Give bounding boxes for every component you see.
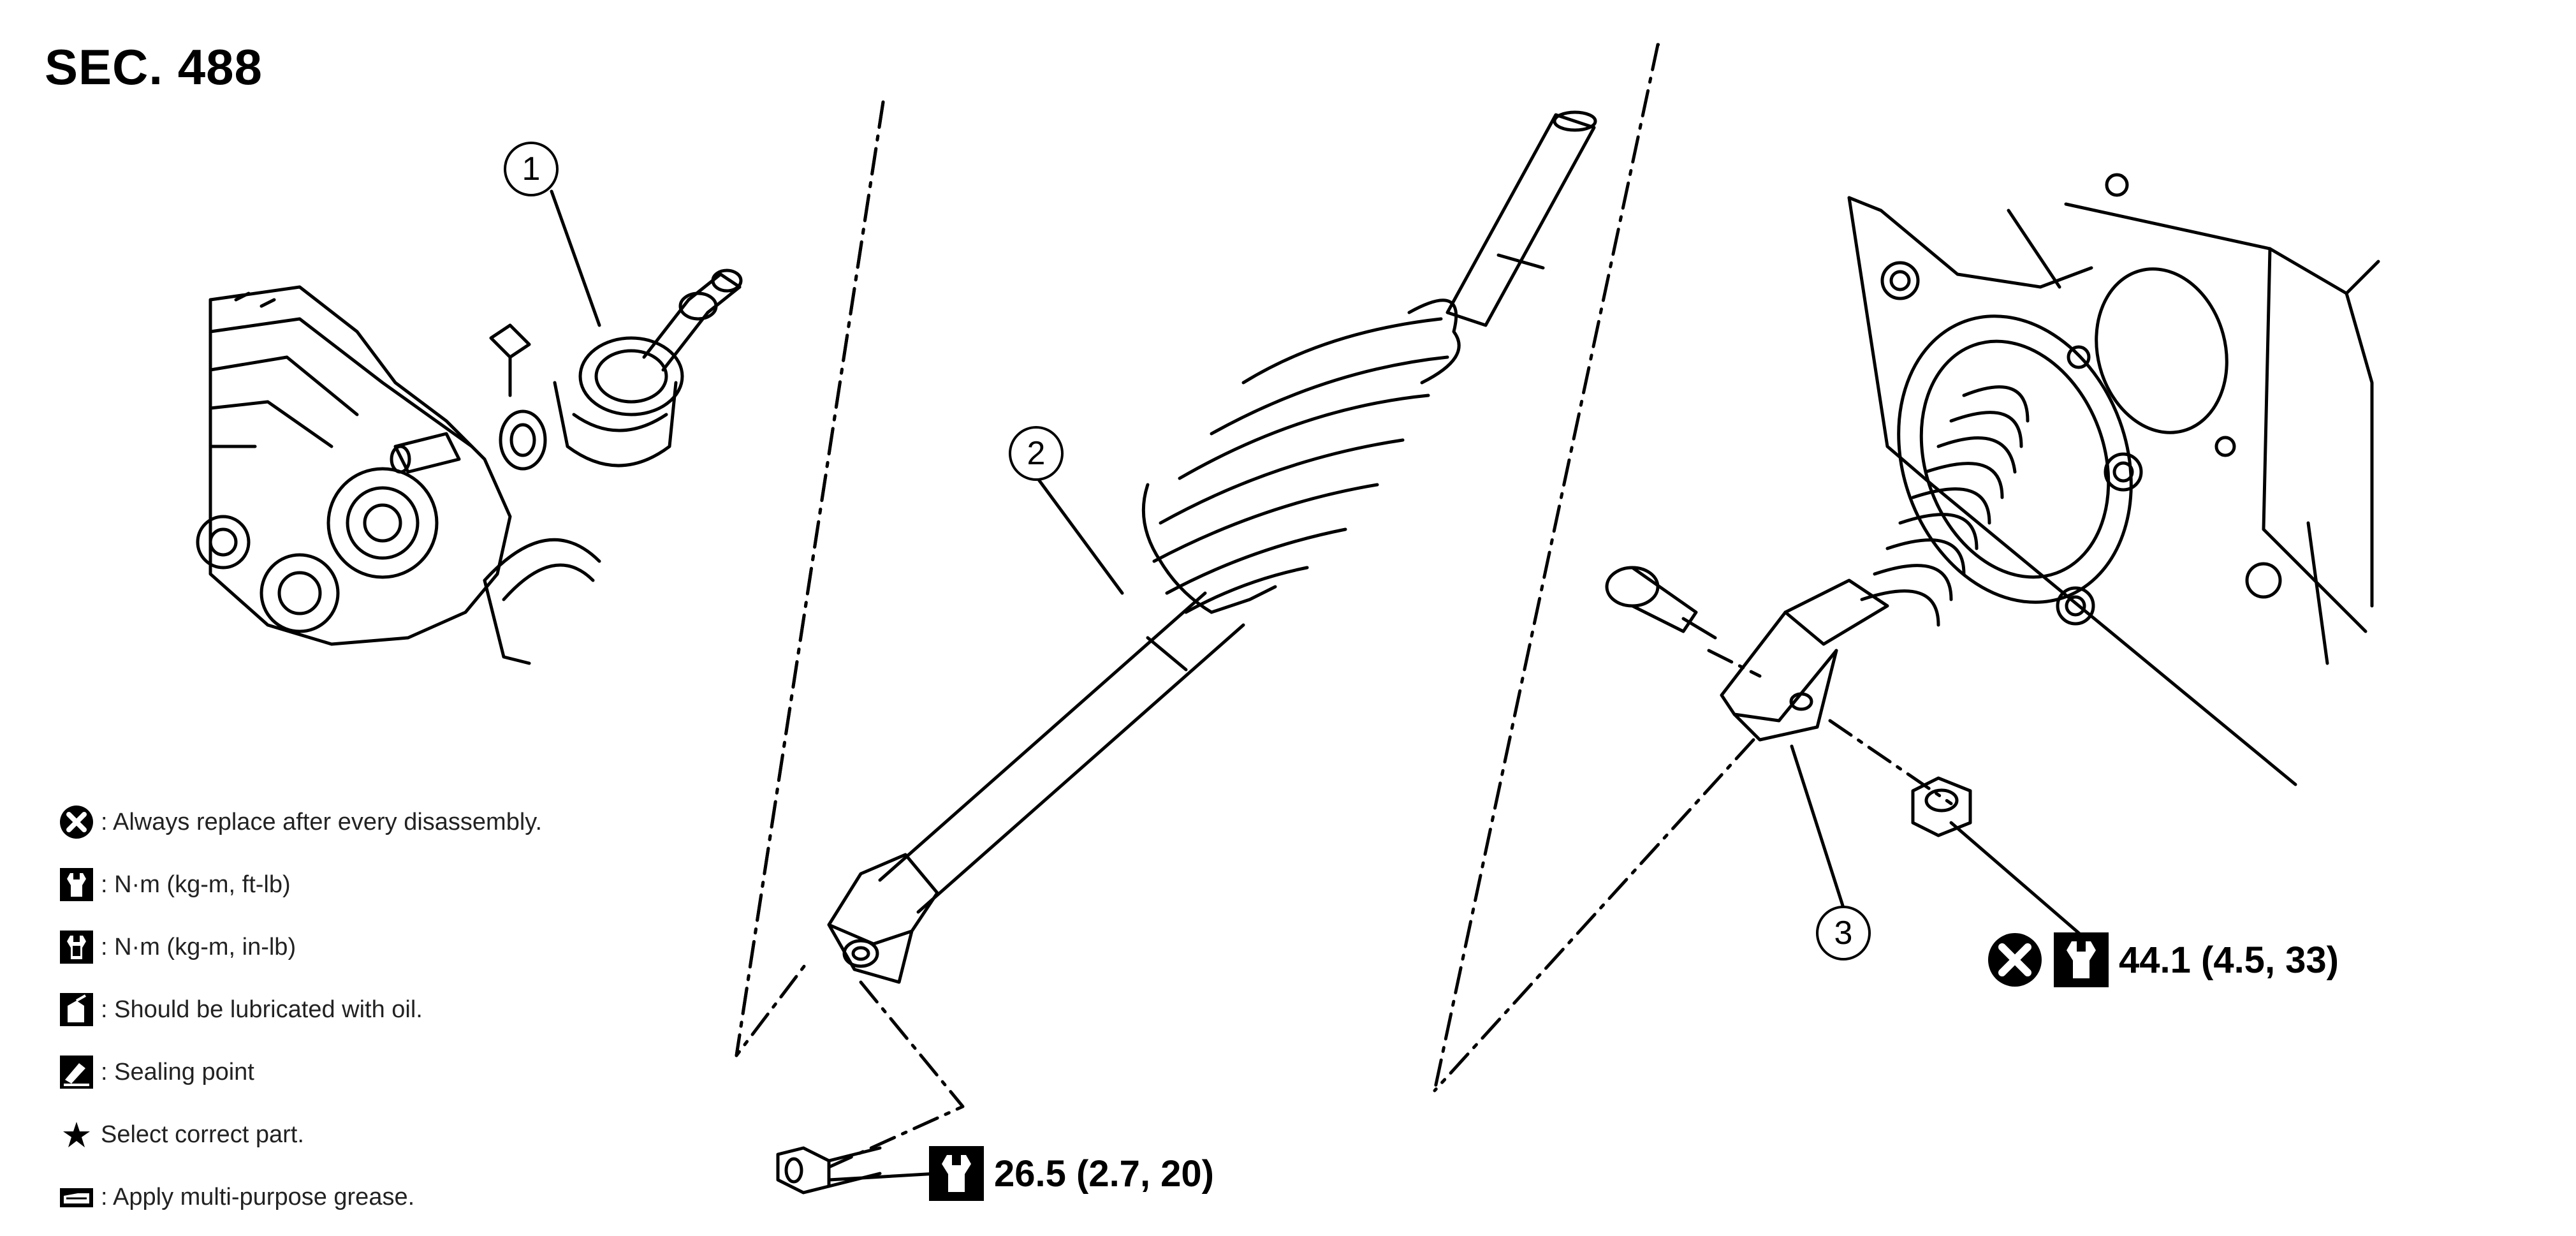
legend-text-replace: : Always replace after every disassembly… [101, 808, 543, 835]
star-icon [63, 1122, 90, 1147]
leader-line-2 [1031, 470, 1124, 595]
legend-row-grease: : Apply multi-purpose grease. [59, 1166, 760, 1228]
leader-line-1 [550, 189, 601, 327]
section-title: SEC. 488 [45, 39, 263, 95]
replace-x-icon [1988, 933, 2042, 987]
lower-bolt [776, 1146, 882, 1195]
leader-line-3 [1790, 744, 1845, 908]
pinion-input-shaft [553, 269, 743, 467]
legend-row-sealing: : Sealing point [59, 1041, 760, 1103]
leader-line-bolt [827, 1172, 939, 1182]
legend-text-torque-inlb: : N·m (kg-m, in-lb) [101, 933, 296, 960]
upper-joint [1605, 385, 2030, 837]
torque-value-upper-nut: 44.1 (4.5, 33) [2119, 939, 2339, 981]
torque-spec-upper-nut: 44.1 (4.5, 33) [1986, 931, 2339, 989]
legend-row-replace: : Always replace after every disassembly… [59, 791, 760, 853]
leader-line-nut [1949, 821, 2093, 946]
torque-wrench-filled-icon [60, 931, 93, 964]
torque-spec-lower-bolt: 26.5 (2.7, 20) [928, 1145, 1214, 1202]
torque-wrench-icon [929, 1146, 984, 1201]
callout-2: 2 [1009, 426, 1064, 481]
legend-row-oil: : Should be lubricated with oil. [59, 978, 760, 1041]
lower-shaft [827, 110, 1597, 984]
callout-1: 1 [504, 142, 559, 196]
dash-panel [1847, 173, 2380, 786]
steering-gear-housing [196, 285, 601, 665]
sealing-icon [60, 1056, 93, 1089]
guide-lines [735, 43, 1953, 1169]
callout-3: 3 [1816, 906, 1871, 960]
legend-text-grease: : Apply multi-purpose grease. [101, 1183, 415, 1210]
legend-row-select-part: Select correct part. [59, 1103, 760, 1166]
legend-row-torque-inlb: : N·m (kg-m, in-lb) [59, 916, 760, 978]
legend-text-oil: : Should be lubricated with oil. [101, 996, 423, 1023]
oil-can-icon [60, 993, 93, 1026]
torque-wrench-icon [60, 868, 93, 901]
replace-x-icon [60, 806, 93, 839]
legend: : Always replace after every disassembly… [59, 791, 760, 1228]
grease-icon [60, 1188, 93, 1207]
torque-wrench-icon [2054, 932, 2109, 987]
legend-text-select-part: Select correct part. [101, 1121, 304, 1148]
legend-text-sealing: : Sealing point [101, 1058, 254, 1085]
legend-text-torque-ftlb: : N·m (kg-m, ft-lb) [101, 871, 291, 898]
legend-row-torque-ftlb: : N·m (kg-m, ft-lb) [59, 853, 760, 916]
torque-value-lower-bolt: 26.5 (2.7, 20) [994, 1152, 1214, 1195]
